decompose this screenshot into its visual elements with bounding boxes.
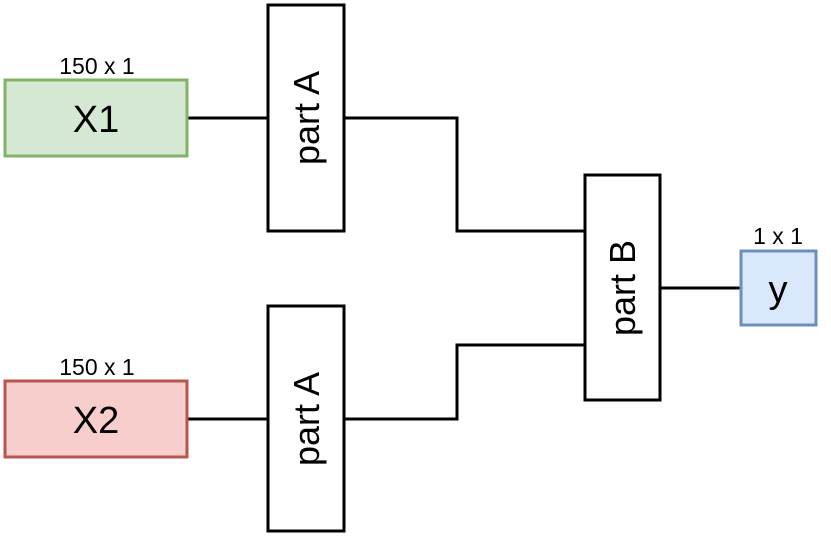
- edge-part-a-bottom-to-part-b: [344, 343, 585, 421]
- block-part-a-top: part A: [266, 3, 346, 233]
- connectors: [187, 116, 741, 421]
- x2-box: [3, 379, 189, 459]
- y-dims-label: 1 x 1: [753, 223, 803, 249]
- part-a-bottom-box: [266, 304, 346, 533]
- y-label: y: [769, 269, 788, 311]
- part-b-box: [583, 173, 662, 402]
- node-y: 1 x 1 y: [739, 223, 818, 327]
- x1-box: [3, 78, 189, 158]
- part-a-top-label: part A: [286, 71, 327, 165]
- x2-label: X2: [73, 400, 119, 442]
- part-b-label: part B: [602, 240, 643, 336]
- part-a-top-box: [266, 3, 346, 233]
- node-x1: 150 x 1 X1: [3, 53, 189, 158]
- x1-dims-label: 150 x 1: [59, 53, 134, 79]
- block-part-b: part B: [583, 173, 662, 402]
- x2-dims-label: 150 x 1: [59, 354, 134, 380]
- x1-label: X1: [73, 99, 119, 141]
- node-x2: 150 x 1 X2: [3, 354, 189, 459]
- block-part-a-bottom: part A: [266, 304, 346, 533]
- edge-part-a-top-to-part-b: [344, 116, 585, 233]
- y-box: [739, 249, 818, 327]
- part-a-bottom-label: part A: [286, 372, 327, 466]
